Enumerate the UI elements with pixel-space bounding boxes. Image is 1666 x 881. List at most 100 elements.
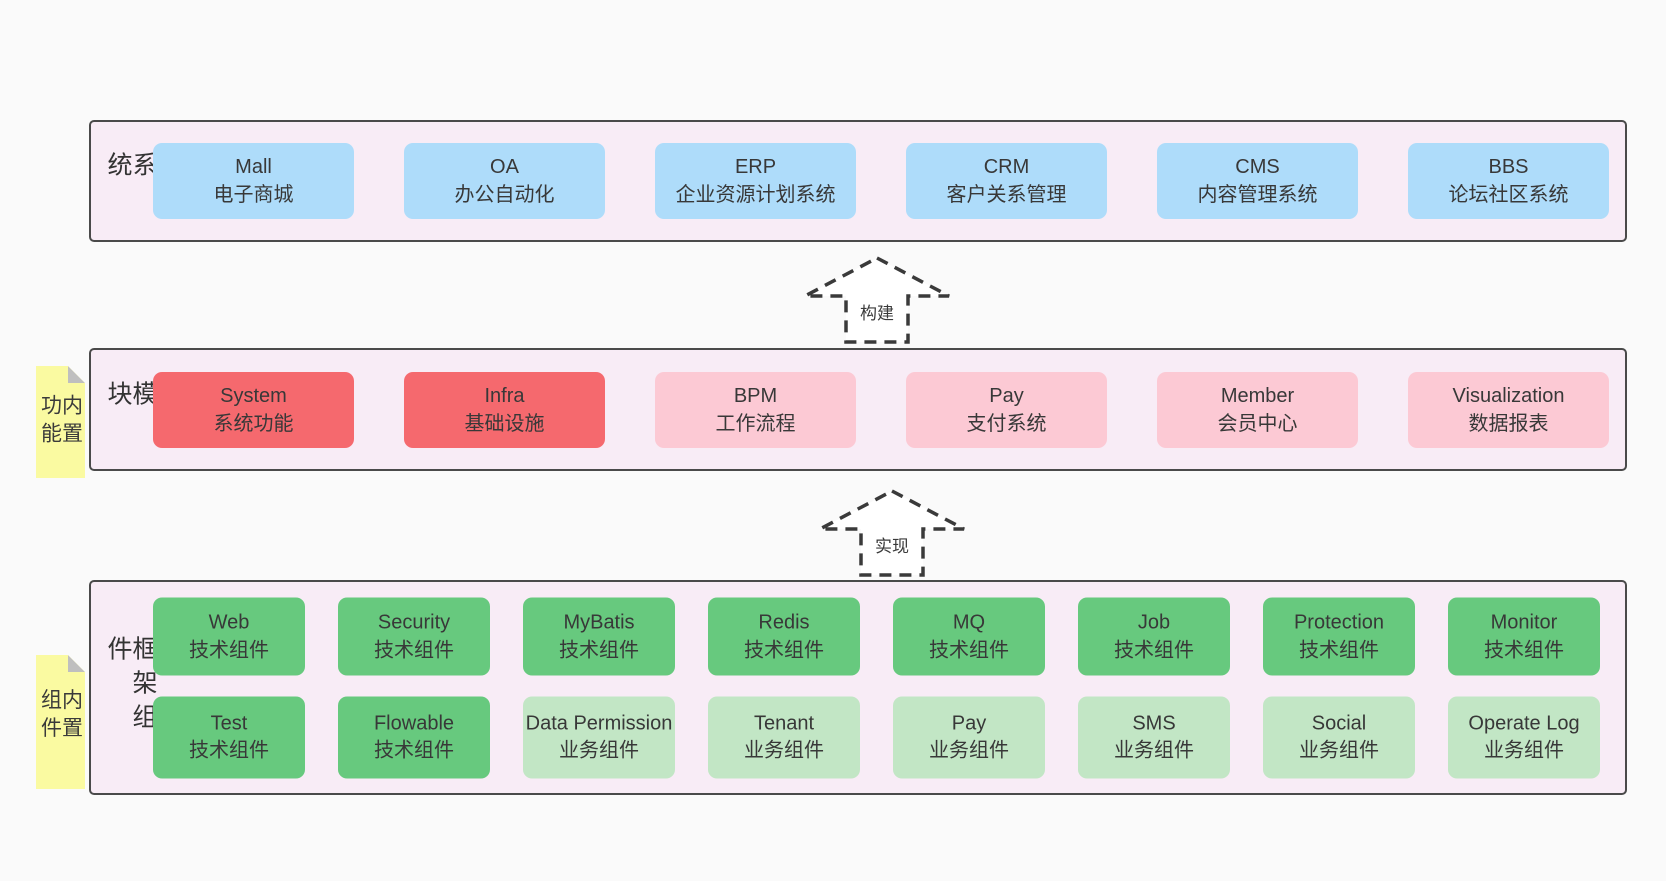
box-name: Data Permission — [525, 712, 673, 735]
implement-arrow: 实现 — [817, 488, 967, 578]
box-desc: 业务组件 — [1114, 739, 1194, 761]
note-fold-icon — [68, 655, 85, 672]
box-name: Visualization — [1452, 384, 1565, 407]
box-desc: 客户关系管理 — [946, 184, 1067, 206]
box-name: Infra — [484, 384, 525, 407]
box-security: Security 技术组件 — [338, 597, 490, 675]
box-job: Job 技术组件 — [1078, 597, 1230, 675]
box-desc: 内容管理系统 — [1197, 184, 1318, 206]
box-desc: 技术组件 — [744, 639, 824, 661]
box-name: BPM — [733, 384, 778, 407]
box-desc: 办公自动化 — [454, 184, 555, 206]
box-name: Redis — [758, 611, 810, 633]
box-desc: 技术组件 — [374, 639, 454, 661]
box-desc: 系统功能 — [213, 412, 294, 435]
box-name: Protection — [1293, 611, 1385, 633]
box-redis: Redis 技术组件 — [708, 597, 860, 675]
box-name: MQ — [952, 611, 986, 633]
box-desc: 技术组件 — [1484, 639, 1564, 661]
box-desc: 工作流程 — [715, 412, 796, 435]
box-name: CMS — [1235, 156, 1280, 178]
box-name: MyBatis — [563, 611, 635, 633]
box-social: Social 业务组件 — [1263, 696, 1415, 778]
box-pay-system: Pay 支付系统 — [906, 371, 1107, 448]
layer-common-modules: 通用模块 System 系统功能 Infra 基础设施 BPM 工作流程 Pay… — [89, 348, 1627, 471]
components-row-2: Test 技术组件 Flowable 技术组件 Data Permission … — [153, 696, 1600, 778]
box-desc: 技术组件 — [189, 639, 269, 661]
box-desc: 企业资源计划系统 — [675, 184, 836, 206]
box-desc: 数据报表 — [1468, 412, 1549, 435]
box-member: Member 会员中心 — [1157, 371, 1358, 448]
box-name: Flowable — [373, 712, 455, 735]
box-name: Security — [377, 611, 451, 633]
implement-arrow-label: 实现 — [873, 532, 911, 557]
box-visualization: Visualization 数据报表 — [1408, 371, 1609, 448]
box-name: OA — [490, 156, 519, 178]
components-row-1: Web 技术组件 Security 技术组件 MyBatis 技术组件 Redi… — [153, 597, 1600, 675]
box-operate-log: Operate Log 业务组件 — [1448, 696, 1600, 778]
box-monitor: Monitor 技术组件 — [1448, 597, 1600, 675]
box-protection: Protection 技术组件 — [1263, 597, 1415, 675]
box-erp: ERP 企业资源计划系统 — [655, 143, 856, 219]
build-arrow-label: 构建 — [858, 299, 896, 324]
box-mybatis: MyBatis 技术组件 — [523, 597, 675, 675]
box-desc: 业务组件 — [1484, 739, 1564, 761]
box-name: Pay — [951, 712, 987, 735]
box-desc: 技术组件 — [1114, 639, 1194, 661]
box-desc: 技术组件 — [929, 639, 1009, 661]
box-bbs: BBS 论坛社区系统 — [1408, 143, 1609, 219]
box-name: System — [220, 384, 287, 407]
box-desc: 技术组件 — [374, 739, 454, 761]
box-desc: 技术组件 — [559, 639, 639, 661]
note-text: 内置组件 — [38, 688, 83, 745]
box-test: Test 技术组件 — [153, 696, 305, 778]
layer-business-systems: 业务系统 Mall 电子商城 OA 办公自动化 ERP 企业资源计划系统 CRM… — [89, 120, 1627, 242]
box-name: Tenant — [753, 712, 815, 735]
box-desc: 会员中心 — [1217, 412, 1298, 435]
modules-box-row: System 系统功能 Infra 基础设施 BPM 工作流程 Pay 支付系统… — [153, 350, 1609, 469]
box-bpm: BPM 工作流程 — [655, 371, 856, 448]
box-desc: 基础设施 — [464, 412, 545, 435]
box-name: BBS — [1488, 156, 1529, 178]
box-pay-component: Pay 业务组件 — [893, 696, 1045, 778]
box-sms: SMS 业务组件 — [1078, 696, 1230, 778]
box-name: Monitor — [1490, 611, 1558, 633]
build-arrow: 构建 — [802, 255, 952, 345]
sticky-note-built-in-features: 内置功能 — [36, 366, 85, 478]
box-tenant: Tenant 业务组件 — [708, 696, 860, 778]
components-rows: Web 技术组件 Security 技术组件 MyBatis 技术组件 Redi… — [153, 597, 1600, 778]
box-desc: 技术组件 — [1299, 639, 1379, 661]
box-name: Pay — [989, 384, 1024, 407]
box-name: ERP — [734, 156, 777, 178]
box-oa: OA 办公自动化 — [404, 143, 605, 219]
layer-label-components: 框架组件 — [104, 634, 157, 737]
box-infra: Infra 基础设施 — [404, 371, 605, 448]
box-mall: Mall 电子商城 — [153, 143, 354, 219]
box-cms: CMS 内容管理系统 — [1157, 143, 1358, 219]
box-desc: 论坛社区系统 — [1448, 184, 1569, 206]
box-name: Test — [210, 712, 248, 735]
note-text: 内置功能 — [38, 394, 83, 450]
box-system: System 系统功能 — [153, 371, 354, 448]
box-name: Job — [1137, 611, 1171, 633]
box-name: Social — [1311, 712, 1367, 735]
business-box-row: Mall 电子商城 OA 办公自动化 ERP 企业资源计划系统 CRM 客户关系… — [153, 122, 1609, 240]
box-desc: 业务组件 — [929, 739, 1009, 761]
box-desc: 支付系统 — [966, 412, 1047, 435]
note-fold-icon — [68, 366, 85, 383]
box-name: CRM — [983, 156, 1030, 178]
box-data-permission: Data Permission 业务组件 — [523, 696, 675, 778]
box-crm: CRM 客户关系管理 — [906, 143, 1107, 219]
box-mq: MQ 技术组件 — [893, 597, 1045, 675]
box-desc: 业务组件 — [744, 739, 824, 761]
box-desc: 电子商城 — [213, 184, 294, 206]
sticky-note-built-in-components: 内置组件 — [36, 655, 85, 789]
box-desc: 技术组件 — [189, 739, 269, 761]
box-name: SMS — [1132, 712, 1176, 735]
box-name: Operate Log — [1468, 712, 1580, 735]
box-name: Member — [1220, 384, 1295, 407]
box-flowable: Flowable 技术组件 — [338, 696, 490, 778]
box-web: Web 技术组件 — [153, 597, 305, 675]
box-desc: 业务组件 — [1299, 739, 1379, 761]
